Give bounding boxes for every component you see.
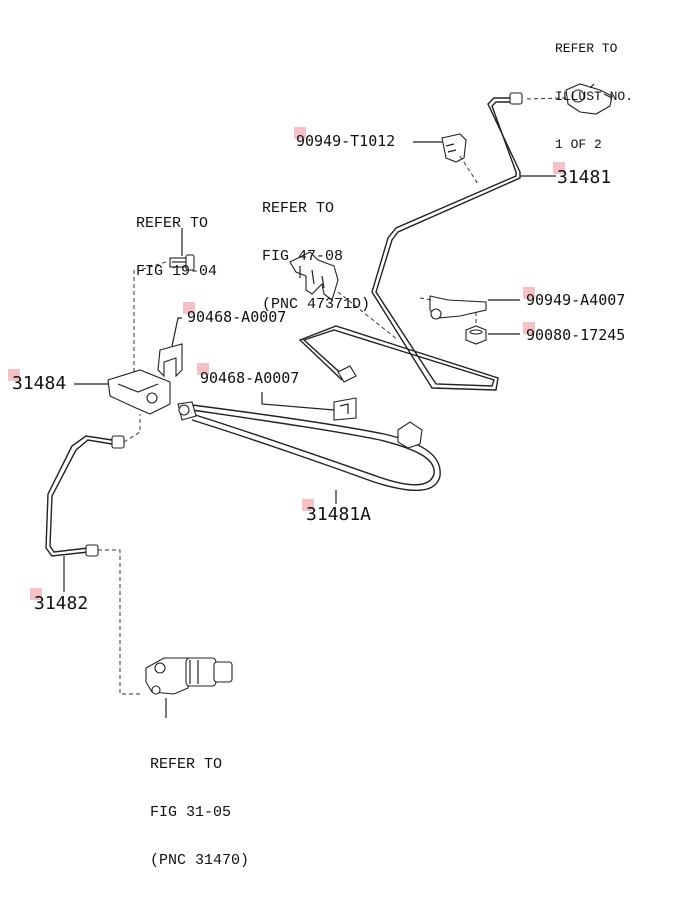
clip-90468-a0007-lower [333,397,357,421]
part-label-90949-t1012[interactable]: 90949-T1012 [296,132,396,150]
part-highlight-marker [294,127,306,139]
release-cylinder [145,657,233,695]
bracket-90949-a4007 [429,295,487,320]
part-highlight-marker [197,363,209,375]
bracket-31484 [107,369,171,415]
ref-line: ILLUST NO. [555,89,634,104]
parts-diagram: REFER TO ILLUST NO. 1 OF 2 REFER TO FIG … [8,9,633,869]
clip-90468-a0007-upper [157,343,183,378]
part-highlight-marker [302,499,314,511]
ref-line: (PNC 47371D) [262,296,371,313]
ref-line: REFER TO [150,756,223,773]
hose-31481a [177,401,441,491]
part-highlight-marker [30,588,42,600]
ref-line: 1 OF 2 [555,137,602,152]
part-label-90080-17245[interactable]: 90080-17245 [526,326,626,344]
part-label-90949-a4007[interactable]: 90949-A4007 [526,291,626,309]
ref-note-fig-19-04: REFER TO FIG 19-04 [136,184,217,312]
ref-note-illust-1of2: REFER TO ILLUST NO. 1 OF 2 [555,9,633,185]
part-label-31484[interactable]: 31484 [12,373,67,394]
part-highlight-marker [523,322,535,334]
diagram-drawing [45,83,613,718]
part-label-31481a[interactable]: 31481A [306,504,372,525]
leader-lines [335,490,337,504]
part-label-31481[interactable]: 31481 [557,167,612,188]
tube-31482 [45,435,125,557]
master-cylinder-fitting [565,83,613,115]
clamp-90949-t1012 [441,133,467,163]
ref-line: FIG 19-04 [136,263,218,280]
nut-90080-17245 [465,325,487,345]
ref-line: REFER TO [136,215,209,232]
tube-31481 [298,92,523,391]
bolt-19-04 [169,254,195,271]
part-label-90468-a0007-lower[interactable]: 90468-A0007 [200,369,300,387]
part-label-31482[interactable]: 31482 [34,593,89,614]
ref-line: FIG 31-05 [150,804,232,821]
bracket-47-08 [289,251,339,301]
ref-note-fig-47-08: REFER TO FIG 47-08 (PNC 47371D) [262,169,370,345]
ref-line: FIG 47-08 [262,248,344,265]
ref-line: REFER TO [262,200,335,217]
part-highlight-marker [183,302,195,314]
part-label-90468-a0007-upper[interactable]: 90468-A0007 [187,308,287,326]
part-highlight-marker [523,287,535,299]
ref-line: (PNC 31470) [150,852,250,869]
part-highlight-marker [8,369,20,381]
leader-lines [413,141,556,177]
part-highlight-marker [553,162,565,174]
ref-line: REFER TO [555,41,618,56]
